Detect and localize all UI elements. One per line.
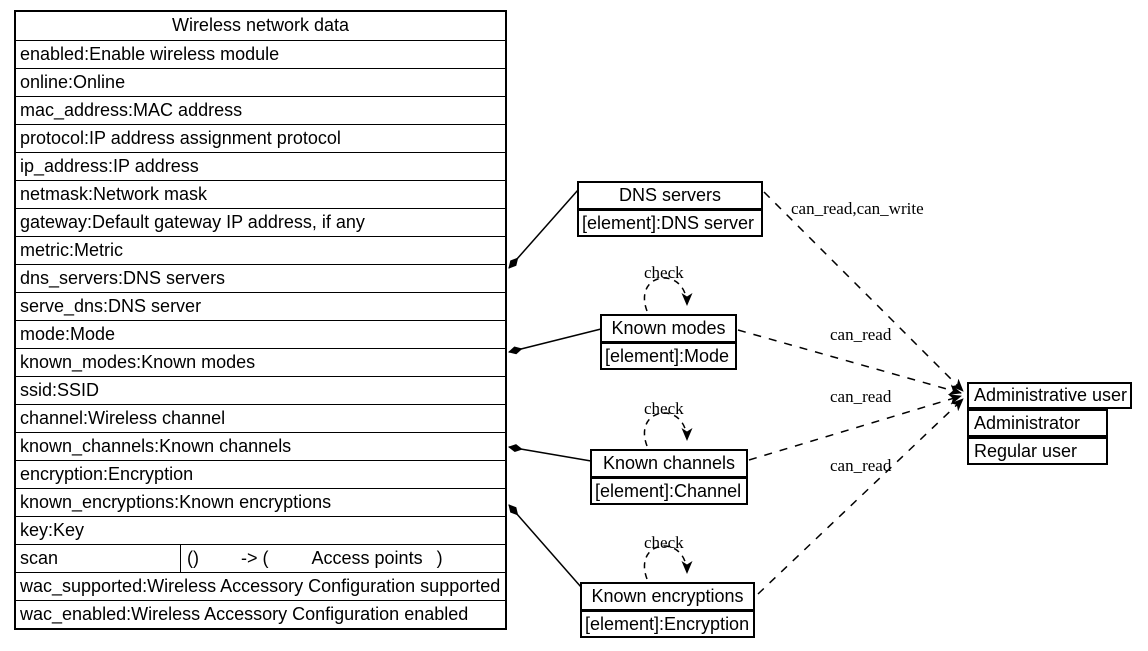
table-row: mode:Mode bbox=[16, 320, 505, 348]
scan-method-row: scan () -> ( Access points) bbox=[16, 544, 505, 572]
table-row: netmask:Network mask bbox=[16, 180, 505, 208]
edge-label-encryptions-permission: can_read bbox=[830, 456, 892, 475]
scan-params: () bbox=[187, 548, 199, 568]
table-row: gateway:Default gateway IP address, if a… bbox=[16, 208, 505, 236]
table-row: ssid:SSID bbox=[16, 376, 505, 404]
dns-servers-title: DNS servers bbox=[579, 183, 761, 211]
composition-edge-known-modes bbox=[508, 328, 602, 355]
table-row: wac_enabled:Wireless Accessory Configura… bbox=[16, 600, 505, 628]
table-row: protocol:IP address assignment protocol bbox=[16, 124, 505, 152]
permission-edge-channels bbox=[748, 394, 962, 461]
edge-label-dns-permissions: can_read,can_write bbox=[791, 199, 924, 218]
known-modes-box: Known modes [element]:Mode bbox=[600, 314, 737, 370]
table-row: dns_servers:DNS servers bbox=[16, 264, 505, 292]
table-row: known_modes:Known modes bbox=[16, 348, 505, 376]
known-encryptions-box: Known encryptions [element]:Encryption bbox=[580, 582, 755, 638]
table-row: metric:Metric bbox=[16, 236, 505, 264]
edge-label-channels-permission: can_read bbox=[830, 387, 892, 406]
administrative-user-title: Administrative user bbox=[967, 382, 1132, 409]
known-channels-title: Known channels bbox=[592, 451, 746, 479]
scan-return-type: Access points bbox=[311, 548, 423, 568]
table-row: enabled:Enable wireless module bbox=[16, 40, 505, 68]
edge-label-modes-permission: can_read bbox=[830, 325, 892, 344]
wireless-network-data-table: Wireless network data enabled:Enable wir… bbox=[14, 10, 507, 630]
table-title: Wireless network data bbox=[171, 15, 350, 35]
table-row: mac_address:MAC address bbox=[16, 96, 505, 124]
table-row: serve_dns:DNS server bbox=[16, 292, 505, 320]
composition-edge-known-encryptions bbox=[508, 504, 582, 588]
check-label-modes: check bbox=[644, 263, 684, 282]
user-row-regular-user: Regular user bbox=[967, 437, 1108, 465]
table-row: encryption:Encryption bbox=[16, 460, 505, 488]
check-label-encryptions: check bbox=[644, 533, 684, 552]
scan-close-paren: ) bbox=[436, 548, 443, 568]
table-row: known_channels:Known channels bbox=[16, 432, 505, 460]
scan-method-signature: () -> ( Access points) bbox=[181, 545, 505, 572]
known-channels-box: Known channels [element]:Channel bbox=[590, 449, 748, 505]
scan-arrow: -> ( bbox=[241, 548, 269, 568]
permission-edge-dns bbox=[763, 191, 964, 392]
table-row: known_encryptions:Known encryptions bbox=[16, 488, 505, 516]
known-encryptions-element-row: [element]:Encryption bbox=[585, 614, 750, 634]
permission-edge-encryptions bbox=[757, 398, 964, 595]
check-label-channels: check bbox=[644, 399, 684, 418]
dns-servers-element-row: [element]:DNS server bbox=[582, 213, 755, 233]
check-loop-modes bbox=[643, 277, 693, 312]
scan-method-name: scan bbox=[16, 545, 181, 572]
composition-edge-dns-servers bbox=[508, 189, 579, 269]
composition-edge-known-channels bbox=[508, 444, 592, 462]
check-loop-encryptions bbox=[643, 545, 693, 580]
table-row: wac_supported:Wireless Accessory Configu… bbox=[16, 572, 505, 600]
table-row: online:Online bbox=[16, 68, 505, 96]
attribute-rows-bottom: wac_supported:Wireless Accessory Configu… bbox=[16, 572, 505, 628]
known-modes-element-row: [element]:Mode bbox=[605, 346, 730, 366]
table-row: channel:Wireless channel bbox=[16, 404, 505, 432]
dns-servers-box: DNS servers [element]:DNS server bbox=[577, 181, 763, 237]
permission-edge-modes bbox=[737, 329, 962, 396]
known-modes-title: Known modes bbox=[602, 316, 735, 344]
user-row-administrator: Administrator bbox=[967, 409, 1108, 437]
known-encryptions-title: Known encryptions bbox=[582, 584, 753, 612]
table-row: key:Key bbox=[16, 516, 505, 544]
table-row: ip_address:IP address bbox=[16, 152, 505, 180]
check-loop-channels bbox=[643, 412, 693, 447]
known-channels-element-row: [element]:Channel bbox=[595, 481, 742, 501]
